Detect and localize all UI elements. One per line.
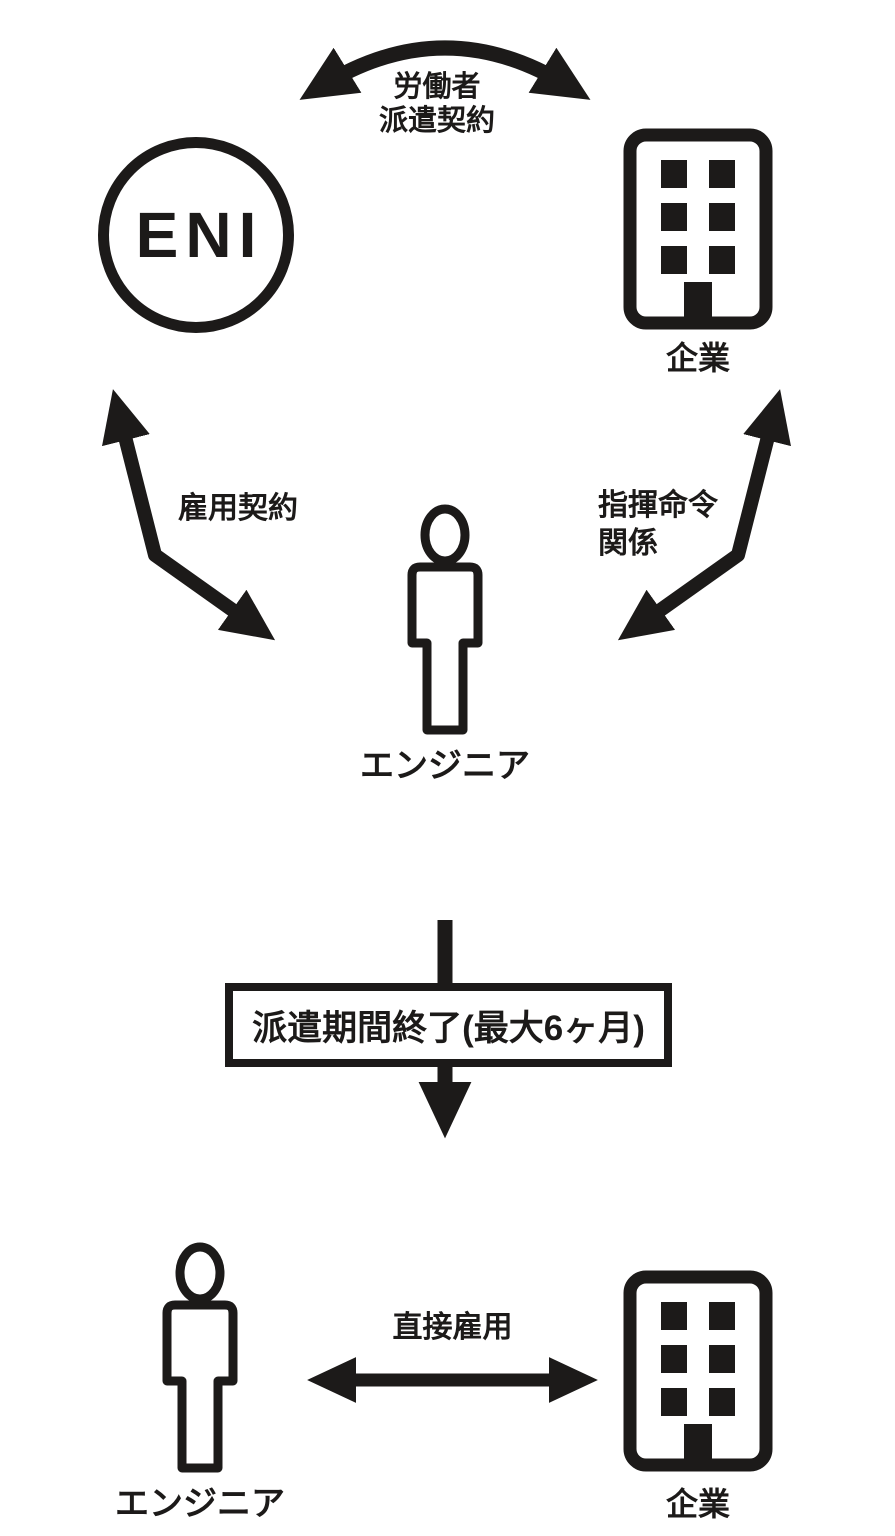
employment-contract-label: 雇用契約 [178, 492, 298, 525]
employment-contract-arrow-icon [101, 389, 276, 641]
eni-circle-logo: ENI [98, 137, 294, 333]
command-relation-arrow-icon [617, 389, 792, 641]
engineer-label-top: エンジニア [360, 747, 530, 785]
dispatch-contract-arrow-icon [299, 40, 591, 100]
person-icon [407, 504, 483, 735]
dispatch-contract-label: 労働者 派遣契約 [378, 71, 495, 138]
dispatch-period-box: 派遣期間終了(最大6ヶ月) [225, 983, 672, 1067]
building-icon [623, 128, 773, 330]
company-label-bottom: 企業 [665, 1486, 730, 1522]
building-icon [623, 1270, 773, 1472]
eni-logo-text: ENI [135, 199, 264, 271]
command-relation-label: 指揮命令 関係 [598, 489, 718, 561]
person-icon [162, 1242, 238, 1473]
dispatch-period-label: 派遣期間終了(最大6ヶ月) [252, 1008, 645, 1048]
direct-employment-label: 直接雇用 [392, 1311, 513, 1344]
engineer-label-bottom: エンジニア [115, 1485, 285, 1523]
direct-employment-arrow-icon [307, 1357, 598, 1403]
company-label-top: 企業 [665, 340, 730, 376]
